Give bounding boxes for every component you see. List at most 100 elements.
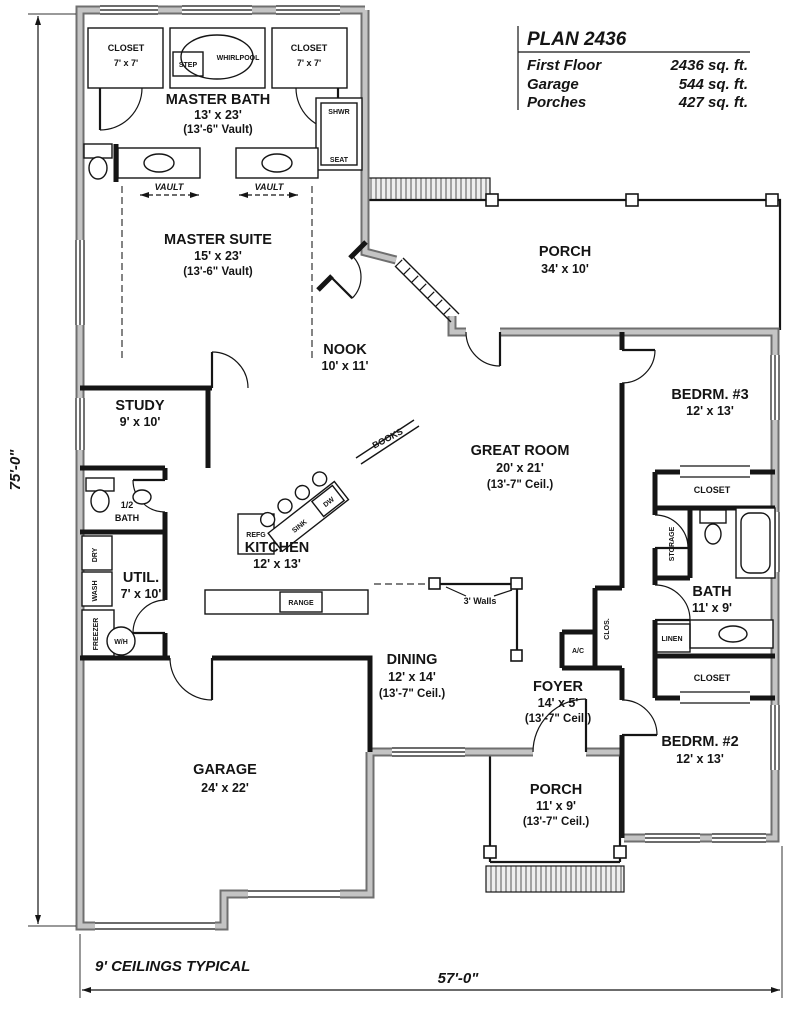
window xyxy=(74,240,86,325)
bedroom3-closet-label: CLOSET xyxy=(694,485,731,495)
kitchen-island: SINK DW xyxy=(259,471,350,553)
title-block: PLAN 2436 First Floor 2436 sq. ft. Garag… xyxy=(517,26,750,111)
freezer-label: FREEZER xyxy=(93,618,100,651)
svg-text:9' x 10': 9' x 10' xyxy=(120,415,161,429)
door xyxy=(98,87,143,131)
label-bedroom3: BEDRM. #3 xyxy=(671,387,748,403)
washer-label: WASH xyxy=(92,581,99,602)
closet-left-box xyxy=(87,27,164,89)
label-closet-left: CLOSET xyxy=(108,43,145,53)
range-label: RANGE xyxy=(288,600,314,607)
toilet-master xyxy=(83,143,113,180)
svg-text:(13'-7" Ceil.): (13'-7" Ceil.) xyxy=(379,688,446,700)
window xyxy=(276,4,340,16)
door xyxy=(532,698,588,758)
label-great-room: GREAT ROOM xyxy=(471,443,570,459)
three-ft-walls-label: 3' Walls xyxy=(464,596,497,606)
label-utility: UTIL. xyxy=(123,570,159,586)
svg-text:34' x 10': 34' x 10' xyxy=(541,262,589,276)
label-dining: DINING xyxy=(387,652,438,668)
sink-half-bath xyxy=(132,489,152,505)
dryer-label: DRY xyxy=(92,547,99,562)
door xyxy=(132,599,166,635)
washer-box xyxy=(81,571,113,607)
svg-text:15' x 23': 15' x 23' xyxy=(194,249,242,263)
books-shelf xyxy=(355,419,420,465)
svg-text:13' x 23': 13' x 23' xyxy=(194,108,242,122)
closet-slider xyxy=(680,465,750,478)
svg-text:14' x 5': 14' x 5' xyxy=(538,696,579,710)
ceiling-dashes xyxy=(121,186,313,360)
door xyxy=(654,514,689,550)
svg-text:(13'-7" Ceil.): (13'-7" Ceil.) xyxy=(523,816,590,828)
porch-posts xyxy=(483,193,779,859)
svg-text:12' x 13': 12' x 13' xyxy=(686,404,734,418)
toilet-half-bath xyxy=(85,477,115,513)
svg-text:12' x 13': 12' x 13' xyxy=(676,752,724,766)
ac-label: A/C xyxy=(572,648,584,655)
svg-text:(13'-7" Ceil.): (13'-7" Ceil.) xyxy=(487,479,554,491)
window xyxy=(74,398,86,450)
dimension-lines: 75'-0" 57'-0" 9' CEILINGS TYPICAL xyxy=(7,13,783,998)
label-study: STUDY xyxy=(115,398,164,414)
whirlpool-tub xyxy=(169,27,266,89)
window xyxy=(100,4,158,16)
whirlpool-label: WHIRLPOOL xyxy=(217,55,260,62)
door xyxy=(465,326,502,367)
svg-text:7' x 7': 7' x 7' xyxy=(114,58,138,68)
fixture-labels: STEP WHIRLPOOL SHWR SEAT VAULT VAULT BOO… xyxy=(92,55,731,683)
plan-title: PLAN 2436 xyxy=(527,29,627,50)
door xyxy=(621,699,658,737)
window xyxy=(769,355,781,420)
label-nook: NOOK xyxy=(323,342,367,358)
exterior-walls xyxy=(75,5,780,931)
svg-text:11' x 9': 11' x 9' xyxy=(536,799,576,813)
label-garage: GARAGE xyxy=(193,762,257,778)
overall-depth-dim: 75'-0" xyxy=(7,449,24,491)
label-half-bath: 1/2 xyxy=(121,500,134,510)
foyer-closet-label: CLOS. xyxy=(604,618,611,639)
vault-right-label: VAULT xyxy=(255,182,285,192)
door xyxy=(654,584,691,622)
closet-slider xyxy=(680,691,750,704)
overall-width-dim: 57'-0" xyxy=(438,970,480,987)
closet-right-box xyxy=(271,27,348,89)
svg-text:12' x 14': 12' x 14' xyxy=(388,670,436,684)
step-label: STEP xyxy=(179,62,198,69)
shower-label: SHWR xyxy=(328,109,349,116)
svg-text:7' x 10': 7' x 10' xyxy=(121,587,162,601)
svg-text:12' x 13': 12' x 13' xyxy=(253,557,301,571)
seat-label: SEAT xyxy=(330,157,349,164)
title-row-label: Porches xyxy=(527,94,586,111)
bar-thru-window xyxy=(394,257,460,323)
window xyxy=(645,832,700,844)
window xyxy=(182,4,252,16)
svg-text:(13'-6" Vault): (13'-6" Vault) xyxy=(183,266,253,278)
interior-walls xyxy=(80,144,775,838)
storage-label: STORAGE xyxy=(669,526,676,561)
vault-left-label: VAULT xyxy=(155,182,185,192)
water-heater xyxy=(106,626,136,656)
door xyxy=(169,657,214,701)
label-bedroom2: BEDRM. #2 xyxy=(661,734,738,750)
label-master-bath: MASTER BATH xyxy=(166,92,270,108)
label-closet-right: CLOSET xyxy=(291,43,328,53)
door xyxy=(621,348,656,384)
ceiling-note: 9' CEILINGS TYPICAL xyxy=(95,958,250,975)
svg-text:(13'-7" Ceil.): (13'-7" Ceil.) xyxy=(525,713,592,725)
window xyxy=(392,746,465,758)
title-row-value: 2436 sq. ft. xyxy=(669,57,748,74)
svg-text:20' x 21': 20' x 21' xyxy=(496,461,544,475)
steps-front-porch xyxy=(485,865,625,893)
title-row-label: Garage xyxy=(527,76,579,93)
window xyxy=(769,705,781,770)
label-porch-rear: PORCH xyxy=(539,244,591,260)
svg-text:11' x 9': 11' x 9' xyxy=(692,601,732,615)
title-row-value: 427 sq. ft. xyxy=(678,94,748,111)
vanity-master-left xyxy=(117,147,201,179)
svg-text:10' x 11': 10' x 11' xyxy=(322,359,369,373)
fixtures: SINK DW xyxy=(81,27,779,859)
linen-cabinet xyxy=(654,623,691,653)
